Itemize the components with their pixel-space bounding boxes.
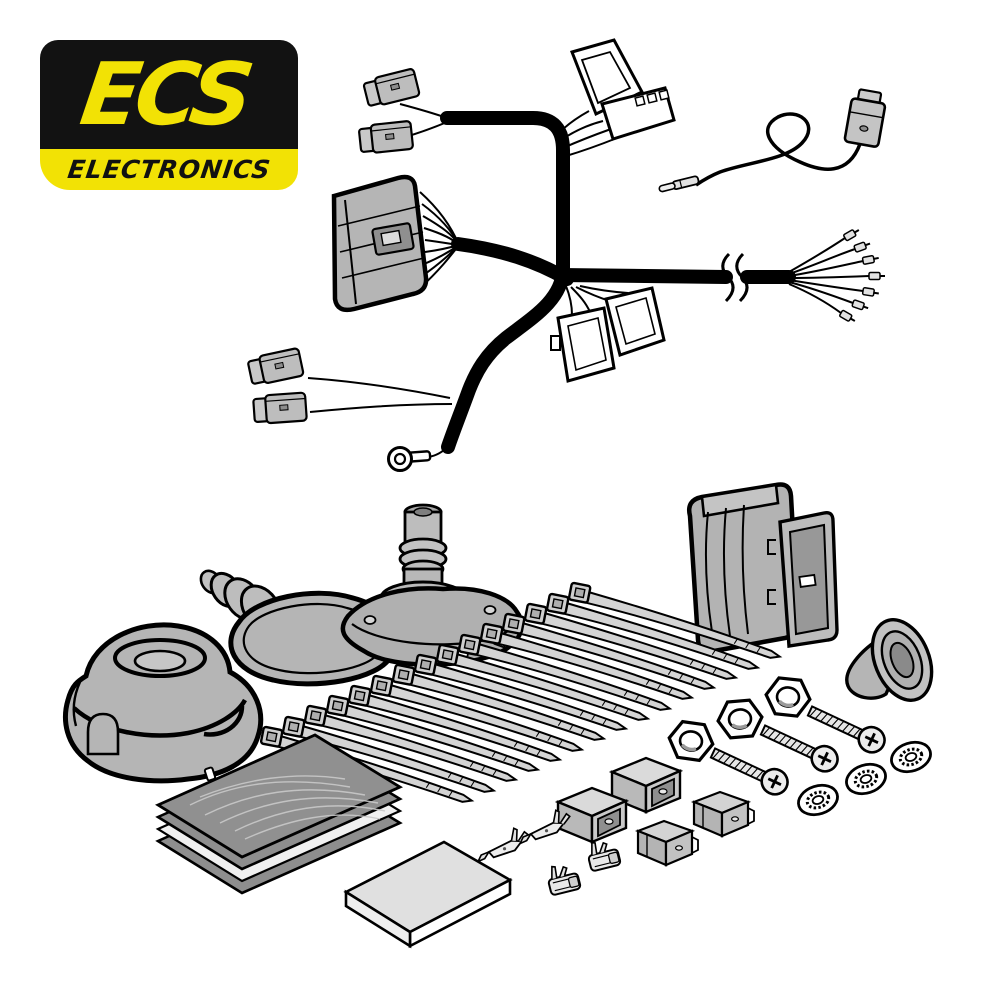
stripped-wire-end xyxy=(838,308,858,326)
phillips-bolt xyxy=(756,717,844,777)
wire xyxy=(307,377,451,399)
hex-nut xyxy=(664,718,718,764)
adhesive-sealing-pad xyxy=(155,733,404,859)
small-connector-housing xyxy=(692,790,756,838)
white-branch-connector xyxy=(556,306,616,383)
phillips-bolt xyxy=(706,740,794,800)
star-lock-washer xyxy=(841,758,891,800)
small-connector-housing xyxy=(636,819,700,867)
white-branch-connector xyxy=(604,286,666,357)
small-gray-connector xyxy=(251,391,308,426)
harness-trunk-top xyxy=(440,111,570,279)
stripped-wire-end xyxy=(861,286,881,298)
cable-break-mark xyxy=(721,252,749,303)
ecs-logo: ECS ELECTRONICS xyxy=(40,40,298,190)
pigtail-connector xyxy=(843,88,887,148)
small-gray-connector xyxy=(246,346,305,388)
adhesive-pad-stack xyxy=(155,733,404,895)
logo-panel: ECS xyxy=(40,40,298,149)
hex-nut xyxy=(762,675,814,719)
pad-texture xyxy=(189,775,386,840)
pigtail-extension-wire xyxy=(658,88,887,193)
connector-housings xyxy=(556,756,756,867)
wire xyxy=(399,103,448,119)
small-gray-connector xyxy=(361,67,422,110)
white-branch-connectors-bottom xyxy=(550,285,666,383)
seven-pin-trailer-socket xyxy=(63,622,264,784)
female-spade-terminal xyxy=(544,860,582,897)
electronic-control-module xyxy=(687,482,839,654)
white-branch-connectors-top-right xyxy=(559,38,676,157)
stripped-wire-end xyxy=(842,225,862,243)
wire xyxy=(309,403,453,413)
harness-trunk-from-ecu xyxy=(451,237,574,286)
star-lock-washer xyxy=(793,779,843,821)
foam-pad xyxy=(343,840,513,949)
stripped-wire-ends xyxy=(788,225,886,326)
hex-nut xyxy=(714,697,766,741)
main-wiring-harness xyxy=(246,38,886,472)
star-lock-washer xyxy=(886,736,936,778)
logo-band: ELECTRONICS xyxy=(40,149,298,190)
pigtail-terminal-pin xyxy=(658,175,700,193)
stripped-wire-end xyxy=(868,271,886,281)
stripped-wire-end xyxy=(852,239,873,254)
funnel-grommet xyxy=(845,618,934,702)
stripped-wire-end xyxy=(850,298,871,313)
male-spade-terminal xyxy=(473,825,532,863)
ring-terminal xyxy=(387,446,432,472)
small-gray-connector xyxy=(357,119,415,156)
stripped-wire-end xyxy=(861,253,881,266)
vehicle-ecu-connector xyxy=(331,174,460,313)
harness-trunk-right-a xyxy=(553,268,733,284)
harness-trunk-down xyxy=(441,263,570,454)
